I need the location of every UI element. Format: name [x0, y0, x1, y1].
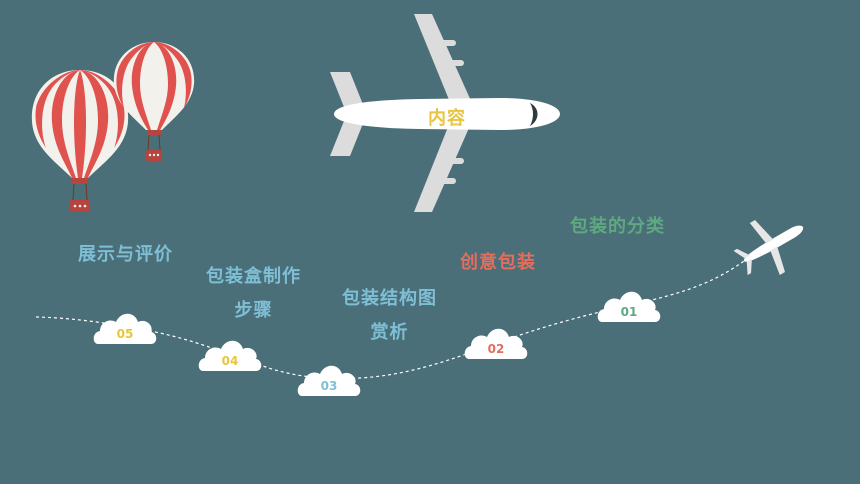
- cloud-icon: 03: [297, 365, 361, 396]
- step-number: 04: [222, 354, 239, 368]
- step-number: 01: [621, 305, 638, 319]
- step-label-04: 包装盒制作 步骤: [206, 266, 301, 321]
- step-number: 05: [117, 327, 134, 341]
- step-number: 03: [321, 379, 338, 393]
- cloud-icon: 02: [464, 328, 528, 359]
- cloud-icon: 01: [597, 291, 661, 322]
- step-label-01: 包装的分类: [570, 216, 665, 237]
- cloud-icon: 04: [198, 340, 262, 371]
- step-number: 02: [488, 342, 505, 356]
- step-label-02: 创意包装: [460, 252, 536, 273]
- airplane-icon: [733, 220, 804, 276]
- cloud-icon: 05: [93, 313, 157, 344]
- step-label-05: 展示与评价: [78, 244, 173, 265]
- step-label-03: 包装结构图 赏析: [342, 288, 437, 343]
- airplane-icon: [330, 14, 560, 212]
- balloon-icon: [113, 42, 195, 161]
- page-title: 内容: [428, 108, 466, 129]
- clouds-layer: 01 02 03 04 05: [93, 291, 661, 396]
- balloon-icon: [31, 70, 129, 212]
